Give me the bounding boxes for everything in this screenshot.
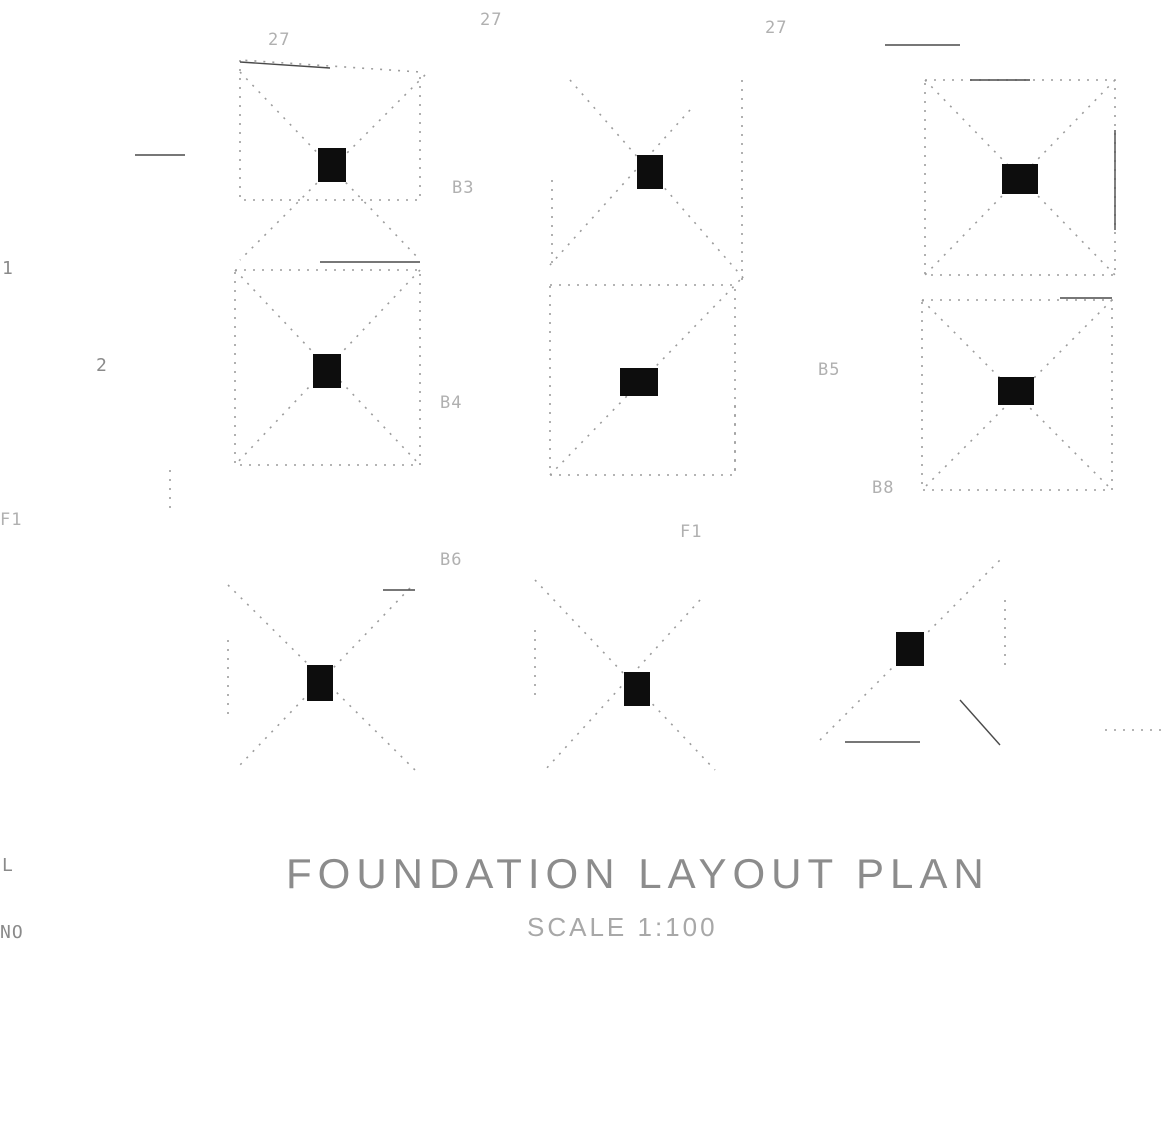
column-r2c3 bbox=[998, 377, 1034, 405]
grid-label-2: 2 bbox=[96, 355, 108, 376]
footing-r2c2 bbox=[549, 279, 741, 476]
column-r3c1 bbox=[307, 665, 333, 701]
grid-label-1: 1 bbox=[2, 258, 14, 279]
footing-r3c2 bbox=[534, 579, 716, 771]
footing-r2c1 bbox=[234, 261, 421, 466]
edge-label-no: NO bbox=[0, 922, 24, 943]
footing-tag-b4: B4 bbox=[440, 393, 463, 413]
column-r1c1 bbox=[318, 148, 346, 182]
footing-r3c1 bbox=[227, 584, 416, 771]
drawing-scale: SCALE 1:100 bbox=[527, 912, 718, 942]
footing-tag-b3: B3 bbox=[452, 178, 475, 198]
footing-tag-f1-mid: F1 bbox=[680, 522, 703, 542]
column-r2c1 bbox=[313, 354, 341, 388]
column-r3c2 bbox=[624, 672, 650, 706]
footing-r1c2 bbox=[549, 79, 746, 281]
column-r1c3 bbox=[1002, 164, 1038, 194]
footing-r2c3 bbox=[921, 297, 1113, 491]
footing-tag-b8: B8 bbox=[872, 478, 895, 498]
column-r1c2 bbox=[637, 155, 663, 189]
footing-r3c3 bbox=[819, 559, 1006, 746]
dimension-label-top-1: 27 bbox=[480, 10, 503, 30]
footing-tag-b5: B5 bbox=[818, 360, 841, 380]
footing-r1c3 bbox=[924, 79, 1116, 276]
drawing-title: FOUNDATION LAYOUT PLAN bbox=[286, 850, 990, 897]
footing-tag-b6: B6 bbox=[440, 550, 463, 570]
footing-tag-f1-left: F1 bbox=[0, 510, 23, 530]
dimension-label-top-3: 27 bbox=[765, 18, 788, 38]
column-r2c2 bbox=[620, 368, 658, 396]
footing-r1c1 bbox=[239, 59, 426, 261]
column-r3c3 bbox=[896, 632, 924, 666]
edge-label-l: L bbox=[2, 855, 14, 876]
dimension-label-top-2: 27 bbox=[268, 30, 291, 50]
dimension-marks bbox=[135, 44, 1165, 731]
